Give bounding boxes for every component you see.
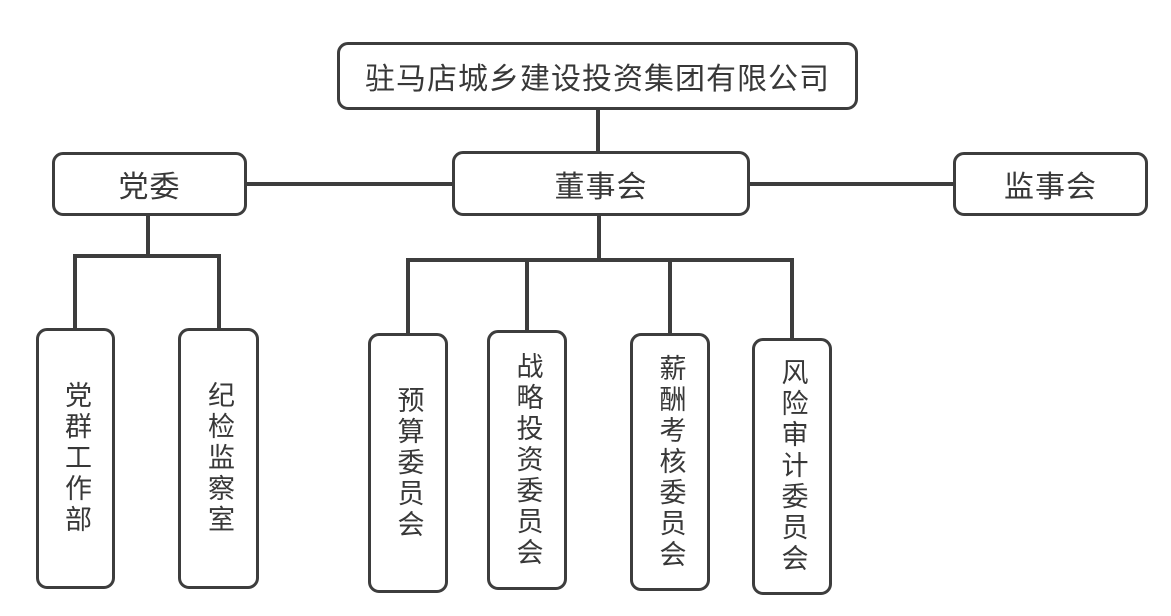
org-node-budget-committee-label: 预算委员会 bbox=[393, 385, 424, 541]
org-node-risk-audit-committee-label: 风险审计委员会 bbox=[777, 358, 808, 575]
org-node-compensation-assessment-committee-label: 薪酬考核委员会 bbox=[655, 353, 686, 571]
org-node-party-committee: 党委 bbox=[52, 152, 247, 216]
org-node-supervisory-board-label: 监事会 bbox=[1004, 171, 1097, 204]
org-node-risk-audit-committee: 风险审计委员会 bbox=[752, 338, 832, 595]
org-node-party-mass-work-dept: 党群工作部 bbox=[36, 328, 115, 589]
org-node-company-label: 驻马店城乡建设投资集团有限公司 bbox=[365, 63, 830, 96]
org-node-board-of-directors: 董事会 bbox=[452, 151, 750, 216]
org-node-supervisory-board: 监事会 bbox=[953, 152, 1148, 216]
org-node-strategic-investment-committee-label: 战略投资委员会 bbox=[512, 351, 543, 569]
org-node-strategic-investment-committee: 战略投资委员会 bbox=[487, 330, 567, 590]
org-node-discipline-inspection-office-label: 纪检监察室 bbox=[204, 381, 234, 536]
org-node-party-committee-label: 党委 bbox=[118, 171, 181, 204]
org-node-budget-committee: 预算委员会 bbox=[368, 333, 448, 593]
org-node-board-of-directors-label: 董事会 bbox=[554, 170, 648, 204]
org-node-company: 驻马店城乡建设投资集团有限公司 bbox=[337, 42, 858, 110]
org-node-compensation-assessment-committee: 薪酬考核委员会 bbox=[630, 333, 710, 591]
org-node-party-mass-work-dept-label: 党群工作部 bbox=[61, 381, 91, 536]
org-node-discipline-inspection-office: 纪检监察室 bbox=[178, 328, 259, 589]
